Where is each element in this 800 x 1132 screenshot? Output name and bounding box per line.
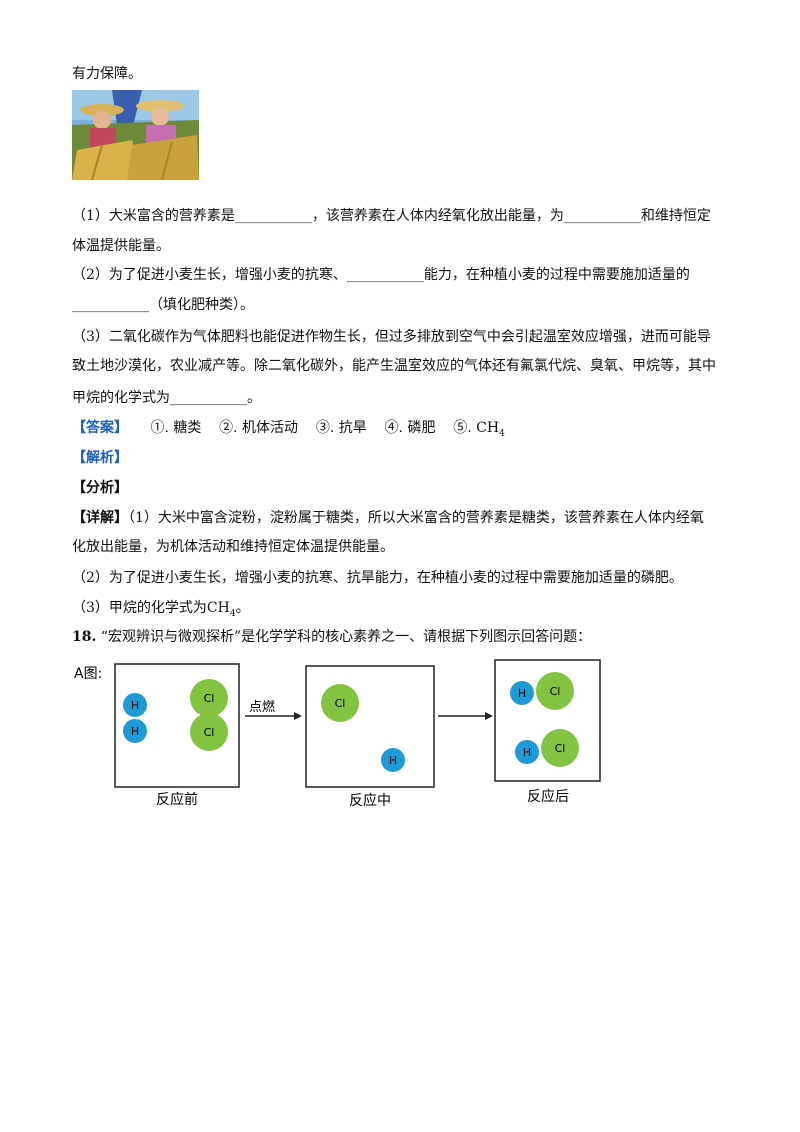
detail-line-2: 化放出能量，为机体活动和维持恒定体温提供能量。 bbox=[72, 539, 394, 555]
h-atom-label: H bbox=[523, 746, 531, 759]
h-atom bbox=[123, 719, 147, 743]
caption-after: 反应后 bbox=[527, 788, 569, 805]
fenxi-label: 【分析】 bbox=[72, 480, 128, 496]
cl-atom bbox=[536, 672, 574, 710]
cl-atom bbox=[190, 679, 228, 717]
arrow-head bbox=[485, 712, 493, 720]
detail-line-1: 【详解】（1）大米中富含淀粉，淀粉属于糖类，所以大米富含的营养素是糖类，该营养素… bbox=[72, 508, 704, 528]
before-box bbox=[114, 663, 240, 788]
detail-line-3: （2）为了促进小麦生长，增强小麦的抗寒、抗旱能力，在种植小麦的过程中需要施加适量… bbox=[72, 570, 683, 586]
detail-text-4: （3）甲烷的化学式为CH bbox=[72, 600, 230, 616]
h-atom bbox=[510, 681, 534, 705]
farmers-harvest-photo bbox=[72, 90, 199, 180]
cl-atom-label: Cl bbox=[550, 685, 561, 698]
question-18: 18. “宏观辨识与微观探析”是化学学科的核心素养之一、请根据下列图示回答问题： bbox=[72, 627, 591, 647]
q3-line-3: 甲烷的化学式为___________。 bbox=[72, 390, 261, 406]
cl-atom-label: Cl bbox=[204, 726, 215, 739]
intro-line: 有力保障。 bbox=[72, 66, 142, 82]
answer-text: ①. 糖类 ②. 机体活动 ③. 抗旱 ④. 磷肥 ⑤. CH bbox=[150, 420, 500, 436]
q3-line-2: 致土地沙漠化，农业减产等。除二氧化碳外，能产生温室效应的气体还有氟氯代烷、臭氧、… bbox=[72, 358, 716, 374]
cl-atom-label: Cl bbox=[335, 697, 346, 710]
q1-line-1: （1）大米富含的营养素是___________，该营养素在人体内经氧化放出能量，… bbox=[72, 208, 711, 224]
arrow-label: 点燃 bbox=[249, 699, 275, 715]
answer-label: 【答案】 bbox=[72, 420, 128, 436]
h-atom-label: H bbox=[518, 687, 526, 700]
h-atom-label: H bbox=[131, 725, 139, 738]
after-box bbox=[494, 659, 601, 782]
answer-line: 【答案】 ①. 糖类 ②. 机体活动 ③. 抗旱 ④. 磷肥 ⑤. CH4 bbox=[72, 418, 505, 444]
question-text: “宏观辨识与微观探析”是化学学科的核心素养之一、请根据下列图示回答问题： bbox=[100, 629, 592, 645]
cl-atom bbox=[321, 684, 359, 722]
detail-text-1: （1）大米中富含淀粉，淀粉属于糖类，所以大米富含的营养素是糖类，该营养素在人体内… bbox=[128, 510, 704, 526]
h-atom bbox=[381, 748, 405, 772]
figure-label: A图: bbox=[74, 666, 102, 682]
analysis-label: 【解析】 bbox=[72, 450, 128, 466]
caption-during: 反应中 bbox=[349, 792, 391, 809]
h-atom-label: H bbox=[389, 754, 397, 767]
answer-subscript: 4 bbox=[499, 428, 505, 439]
detail-label: 【详解】 bbox=[72, 510, 128, 526]
q2-line-1: （2）为了促进小麦生长，增强小麦的抗寒、___________能力，在种植小麦的… bbox=[72, 267, 690, 283]
h-atom bbox=[515, 740, 539, 764]
detail-text-4-end: 。 bbox=[235, 600, 250, 616]
cl-atom-label: Cl bbox=[555, 742, 566, 755]
detail-line-4: （3）甲烷的化学式为CH4。 bbox=[72, 598, 250, 624]
question-number: 18. bbox=[72, 629, 97, 645]
q1-line-2: 体温提供能量。 bbox=[72, 238, 170, 254]
q2-line-2: ___________（填化肥种类）。 bbox=[72, 297, 254, 313]
cl-atom bbox=[541, 729, 579, 767]
detail-subscript: 4 bbox=[229, 608, 236, 619]
during-box bbox=[305, 665, 435, 788]
h-atom bbox=[123, 693, 147, 717]
cl-atom-label: Cl bbox=[204, 692, 215, 705]
caption-before: 反应前 bbox=[156, 791, 198, 808]
reaction-diagram: A图: H H Cl Cl 点燃 Cl H H Cl H Cl bbox=[72, 656, 612, 816]
h-atom-label: H bbox=[131, 699, 139, 712]
q3-line-1: （3）二氧化碳作为气体肥料也能促进作物生长，但过多排放到空气中会引起温室效应增强… bbox=[72, 329, 711, 345]
cl-atom bbox=[190, 713, 228, 751]
arrow-head bbox=[294, 712, 302, 720]
